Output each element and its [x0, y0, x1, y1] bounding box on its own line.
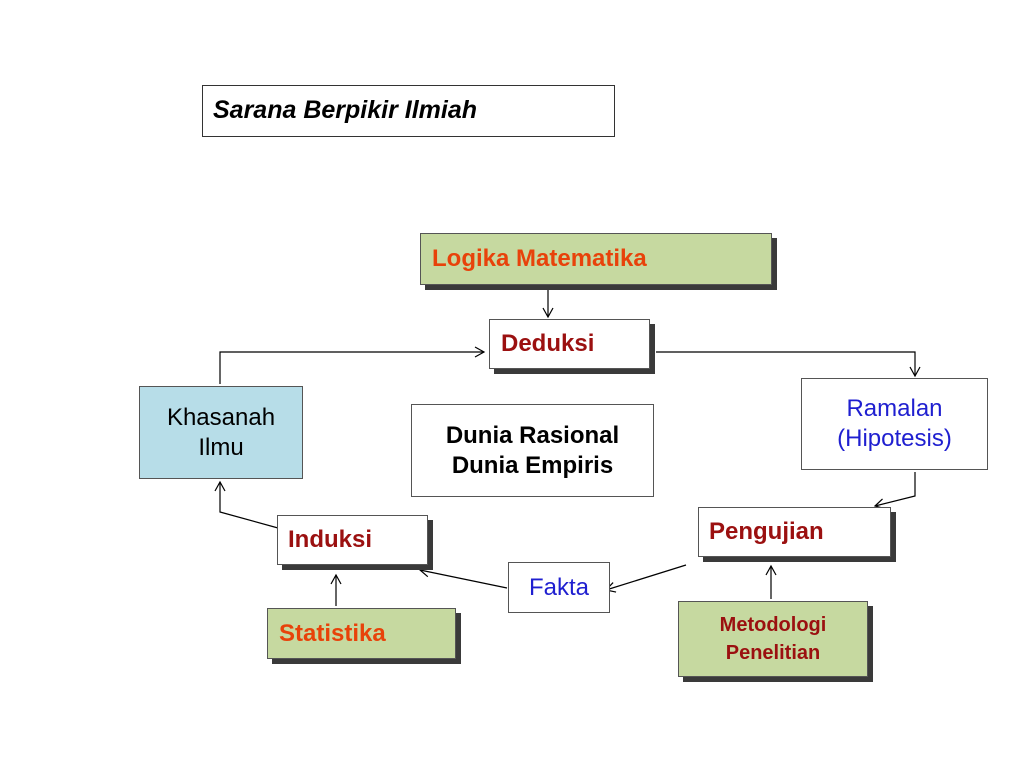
node-statistika: Statistika: [267, 608, 456, 659]
title-box: Sarana Berpikir Ilmiah: [202, 85, 615, 137]
node-label: Khasanah Ilmu: [166, 403, 276, 461]
node-label: Statistika: [279, 619, 386, 647]
edge-fakta-to-induksi: [418, 566, 508, 589]
edge-induksi-to-khasanah: [214, 480, 279, 529]
node-label: Metodologi Penelitian: [719, 614, 827, 664]
edge-ramalan-to-pengujian: [873, 472, 916, 510]
node-fakta: Fakta: [508, 562, 610, 613]
edge-khasanah-to-deduksi: [219, 346, 486, 384]
node-deduksi: Deduksi: [489, 319, 650, 369]
edge-deduksi-to-ramalan: [656, 351, 921, 378]
node-metodologi-penelitian: Metodologi Penelitian: [678, 601, 868, 677]
node-label: Dunia Rasional Dunia Empiris: [445, 421, 620, 479]
node-label: Deduksi: [501, 330, 595, 357]
node-dunia: Dunia Rasional Dunia Empiris: [411, 404, 654, 497]
node-label: Fakta: [528, 573, 590, 601]
edge-pengujian-to-fakta: [604, 564, 687, 593]
node-induksi: Induksi: [277, 515, 428, 565]
node-label: Pengujian: [709, 518, 824, 545]
node-logika-matematika: Logika Matematika: [420, 233, 772, 285]
node-ramalan: Ramalan (Hipotesis): [801, 378, 988, 470]
node-pengujian: Pengujian: [698, 507, 891, 557]
node-label: Ramalan (Hipotesis): [837, 395, 952, 452]
diagram-title: Sarana Berpikir Ilmiah: [213, 96, 478, 125]
node-khasanah-ilmu: Khasanah Ilmu: [139, 386, 303, 479]
node-label: Logika Matematika: [432, 245, 647, 272]
node-label: Induksi: [288, 526, 373, 553]
